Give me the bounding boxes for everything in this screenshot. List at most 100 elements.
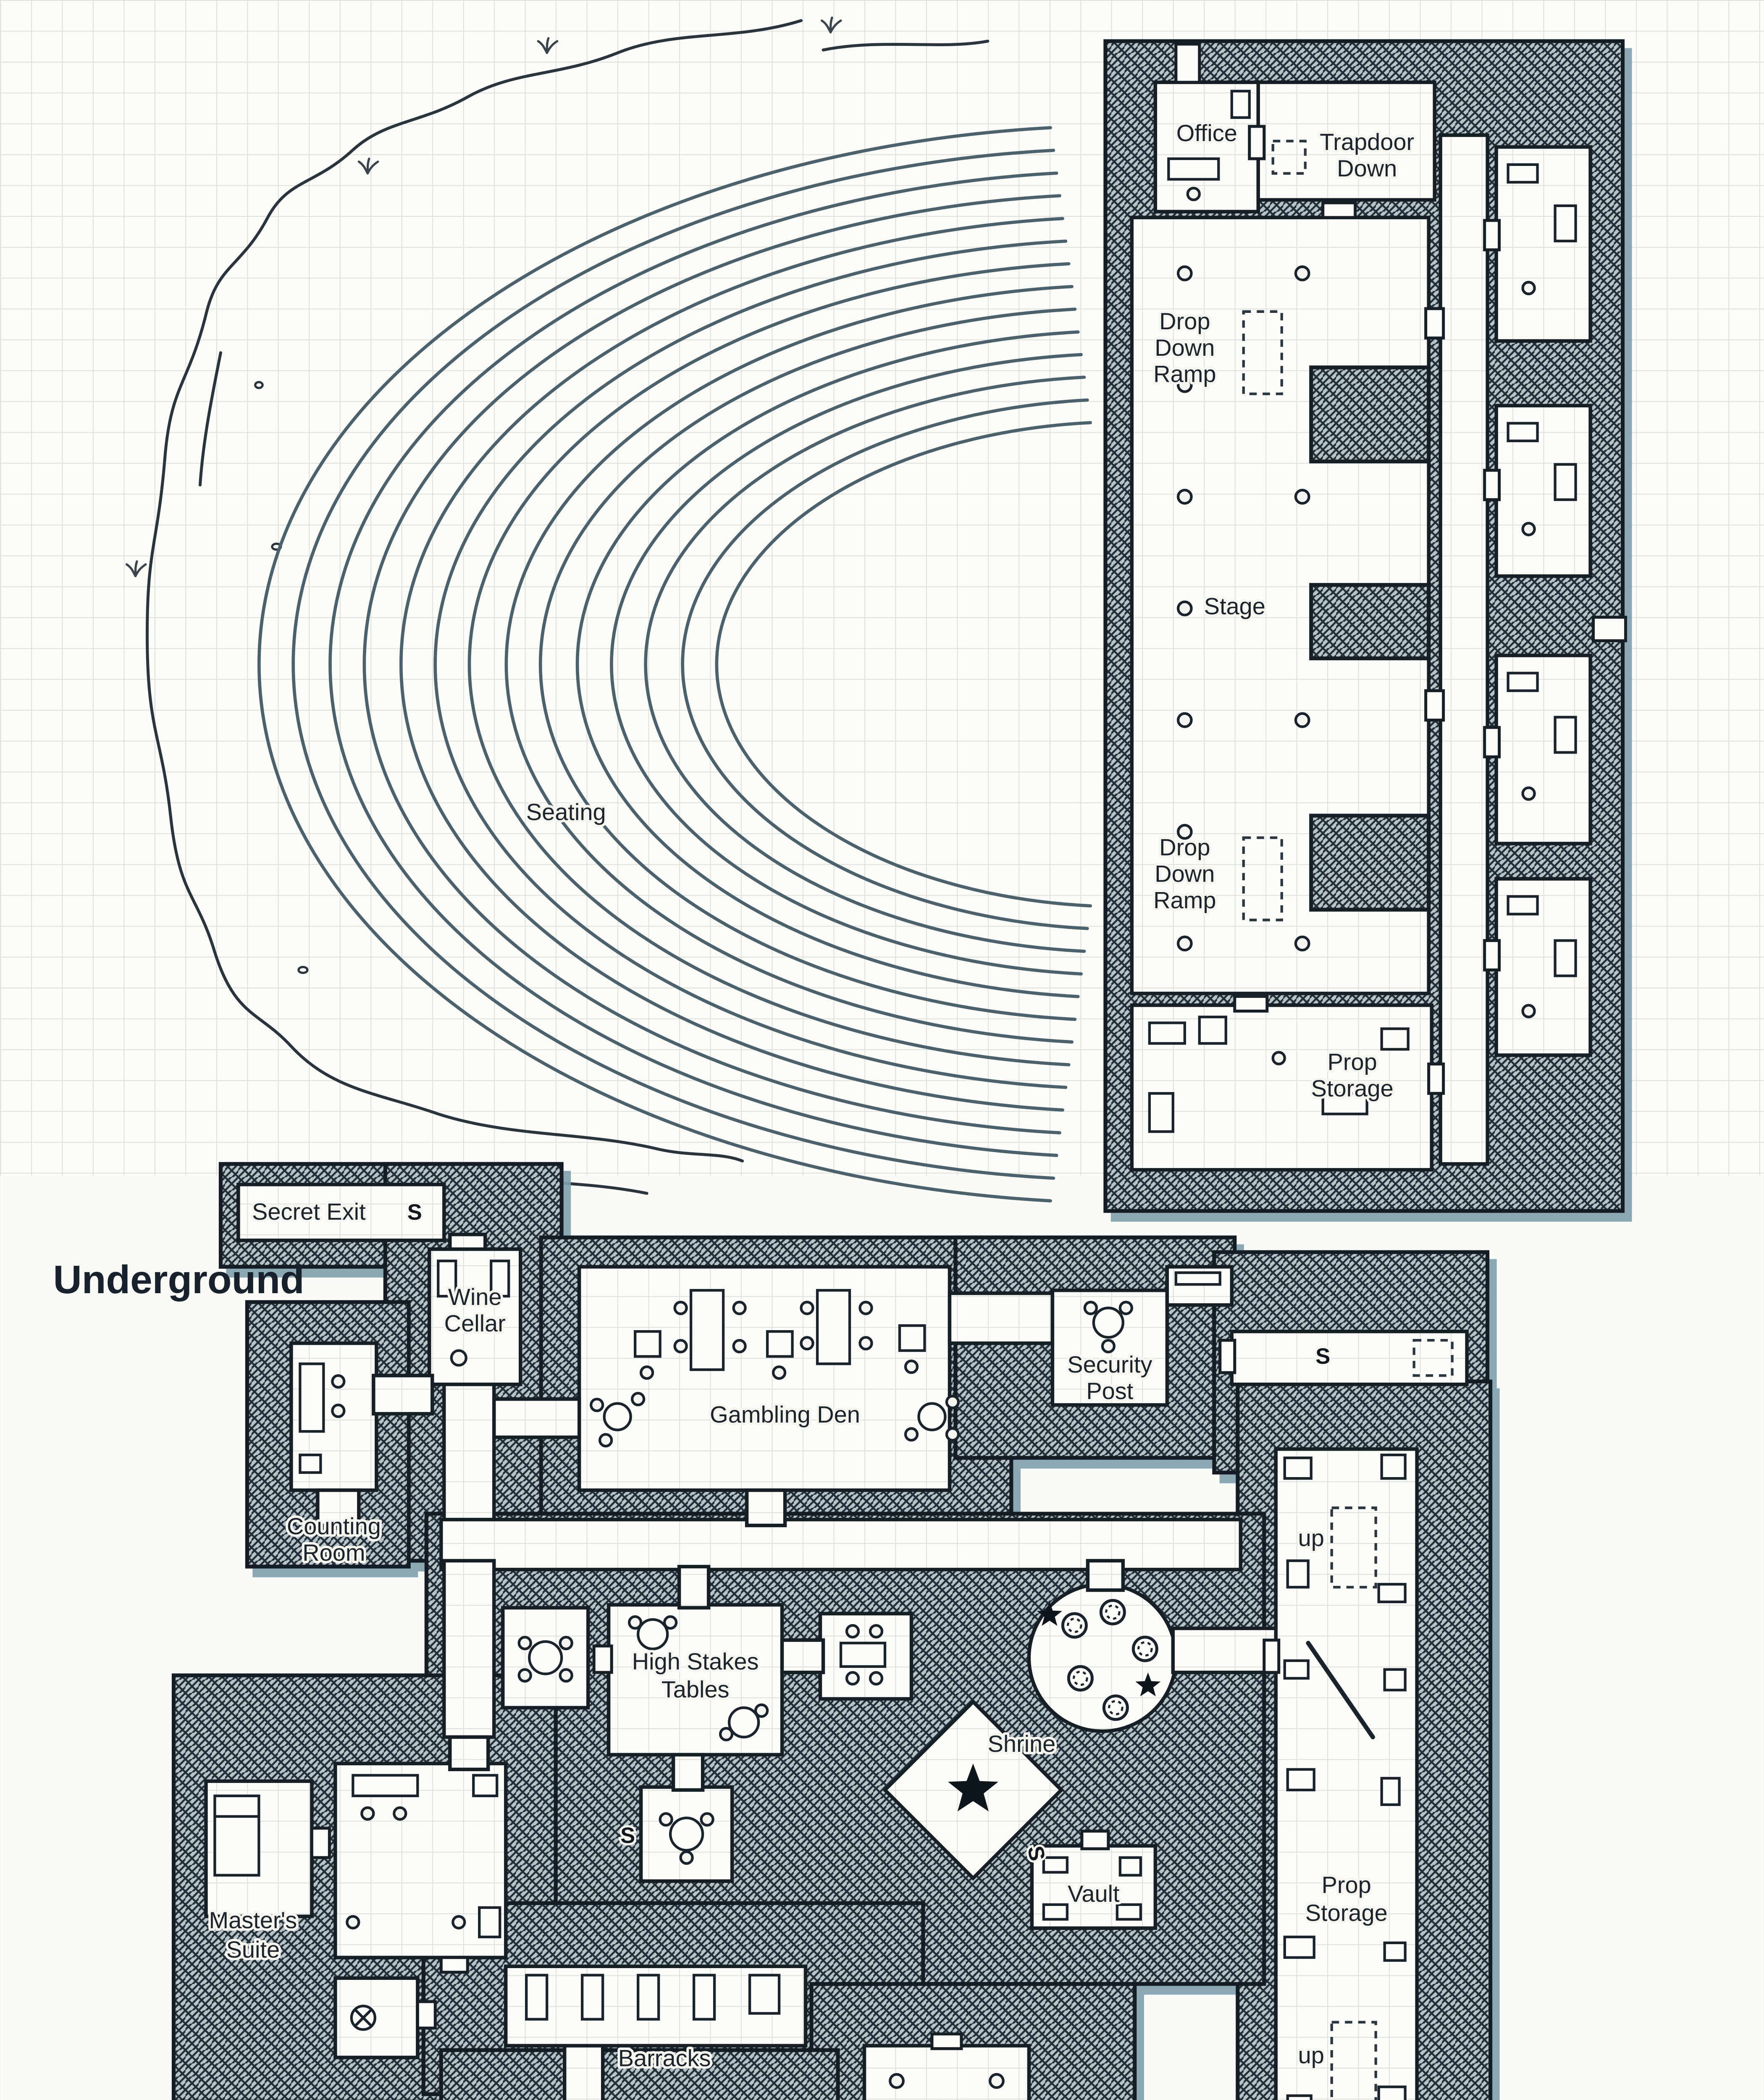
- door: [1321, 201, 1357, 219]
- door: [1263, 1638, 1281, 1674]
- underground-furniture: [213, 1260, 1407, 2100]
- corridor: [1171, 1626, 1281, 1675]
- label-stairs-up-top: up: [1298, 1525, 1324, 1551]
- door: [1218, 1339, 1236, 1374]
- stage-building-doors: [1174, 42, 1628, 1095]
- secret-door-marker: S: [1315, 1344, 1330, 1369]
- label-masters-1: Master's: [209, 1907, 297, 1933]
- door-outside-north: [1174, 42, 1201, 84]
- corridor: [671, 1753, 705, 1792]
- stairs-up-bottom: [1330, 2021, 1377, 2100]
- door: [1483, 469, 1501, 501]
- plank: [1306, 1641, 1375, 1740]
- ramp-top-icon: [1242, 310, 1283, 395]
- secret-door-marker: S: [620, 1823, 635, 1848]
- corridor: [316, 1488, 361, 1528]
- label-stakes-2: Tables: [662, 1676, 730, 1702]
- seating-row-arc: [644, 375, 1086, 953]
- stage-side-block: [1309, 814, 1431, 912]
- poker-chips: [1061, 1599, 1158, 1721]
- label-stairs-up-bottom: up: [1298, 2042, 1324, 2068]
- stage-pillars: [1176, 265, 1310, 952]
- corridor: [442, 1382, 496, 1533]
- seating-row-arc: [399, 217, 1064, 1112]
- label-wine-1: Wine: [448, 1284, 502, 1310]
- prop-storage-crates-underground: [1283, 1453, 1407, 2100]
- label-counting-2: Room: [302, 1539, 365, 1566]
- label-ramp-bottom-3: Ramp: [1153, 887, 1216, 913]
- label-wine-2: Cellar: [444, 1310, 506, 1336]
- seating-row-arc: [291, 149, 1055, 1180]
- label-security-1: Security: [1067, 1351, 1152, 1378]
- seating-row-arc: [362, 194, 1061, 1134]
- seating-row-arc: [504, 285, 1074, 1044]
- label-barracks: Barracks: [618, 2045, 711, 2071]
- label-security-2: Post: [1086, 1378, 1133, 1404]
- door: [1483, 219, 1501, 252]
- label-underground-title: Underground: [53, 1257, 304, 1302]
- door: [1483, 726, 1501, 759]
- seating-row-arc: [575, 330, 1080, 998]
- label-seating: Seating: [526, 798, 606, 825]
- corridor: [677, 1564, 711, 1610]
- door: [439, 1956, 469, 1974]
- label-stakes-1: High Stakes: [632, 1648, 759, 1675]
- corridor: [948, 1291, 1055, 1345]
- underground-doors: [310, 1339, 1454, 2050]
- corridor-west: [442, 1559, 496, 1739]
- corridor: [1086, 1559, 1125, 1592]
- label-prop-storage-stage-1: Prop: [1328, 1048, 1377, 1075]
- seating-row-arc: [610, 353, 1083, 976]
- ramp-bottom-icon: [1242, 836, 1283, 921]
- room-gambling-den: [577, 1265, 952, 1492]
- barracks-beds: [525, 1974, 781, 2021]
- room-secret-exit-corridor: [236, 1183, 446, 1242]
- door: [310, 1827, 331, 1859]
- label-trapdoor-2: Down: [1337, 155, 1397, 181]
- amphitheater-seating-rows: [257, 126, 1092, 1202]
- room-backstage-corridor: [1438, 133, 1489, 1166]
- door: [592, 1644, 613, 1674]
- label-vault: Vault: [1068, 1880, 1120, 1907]
- label-ramp-top-2: Down: [1155, 334, 1215, 361]
- prop-storage-crates-stage: [1148, 1016, 1410, 1133]
- door: [1424, 307, 1445, 340]
- door: [930, 2032, 963, 2050]
- label-secret-exit: Secret Exit: [252, 1198, 366, 1225]
- stairs-up-top: [1330, 1506, 1377, 1589]
- seating-row-arc: [328, 171, 1058, 1157]
- corridor: [745, 1488, 787, 1528]
- label-ramp-bottom-2: Down: [1155, 860, 1215, 887]
- corridor: [448, 1735, 490, 1772]
- underground-labels: Underground Secret Exit S Wine Cellar Co…: [53, 1196, 1390, 2100]
- seating-row-arc: [715, 421, 1092, 908]
- corridor: [492, 1397, 581, 1439]
- dressing-room-furniture: [1507, 163, 1577, 1018]
- drain-icon: [350, 2005, 376, 2031]
- label-trapdoor-1: Trapdoor: [1320, 129, 1414, 155]
- label-prop-storage-stage-2: Storage: [1311, 1075, 1394, 1101]
- label-office: Office: [1176, 120, 1237, 146]
- label-masters-2: Suite: [226, 1936, 280, 1963]
- label-ramp-top-1: Drop: [1159, 308, 1210, 334]
- door: [1427, 1062, 1445, 1095]
- corridor: [563, 2044, 605, 2100]
- label-stage: Stage: [1204, 593, 1265, 620]
- room-utility: [333, 1976, 420, 2059]
- label-ramp-top-3: Ramp: [1153, 361, 1216, 387]
- seating-row-arc: [467, 262, 1071, 1066]
- seating-row-arc: [433, 239, 1068, 1089]
- secret-door-marker: S: [407, 1200, 422, 1225]
- gambling-tables: [590, 1289, 960, 1448]
- label-training-1: Training: [905, 2098, 989, 2100]
- stage-building-labels: Office Trapdoor Down Drop Down Ramp Stag…: [1151, 117, 1417, 1104]
- door: [416, 2000, 437, 2030]
- corridor: [372, 1373, 434, 1416]
- door-outside-east: [1592, 616, 1628, 643]
- label-counting-1: Counting: [287, 1513, 381, 1539]
- seating-row-arc: [681, 398, 1089, 930]
- stage-side-block: [1309, 365, 1431, 464]
- label-prop-underground-2: Storage: [1305, 1899, 1388, 1926]
